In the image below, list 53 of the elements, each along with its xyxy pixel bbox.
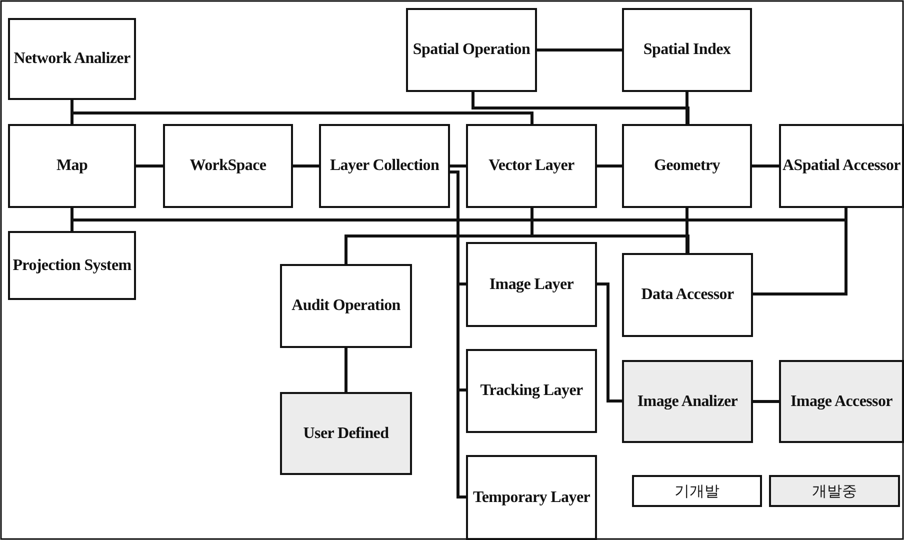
connector-line — [344, 234, 690, 264]
connector-line — [70, 112, 534, 124]
class-box — [622, 253, 753, 337]
class-box — [622, 8, 752, 92]
class-box — [466, 455, 597, 540]
class-name: Geometry — [654, 156, 720, 176]
class-name: Network Analizer — [14, 49, 130, 69]
class-box — [8, 231, 136, 300]
connector-line — [537, 48, 622, 52]
class-name: Image Accessor — [790, 392, 892, 412]
class-box — [622, 360, 753, 443]
connector-line — [136, 164, 163, 168]
class-name: WorkSpace — [190, 156, 266, 176]
class-box — [779, 360, 904, 443]
class-box — [466, 349, 597, 433]
legend-text: 기개발 — [674, 482, 720, 500]
class-name: Layer Collection — [330, 156, 440, 176]
class-name: Data Accessor — [641, 285, 734, 305]
class-box — [280, 392, 412, 475]
class-name: Temporary Layer — [472, 488, 590, 508]
class-name: ASpatial Accessor — [782, 156, 900, 176]
class-name: Image Layer — [489, 274, 574, 294]
connector-line — [686, 92, 688, 124]
class-box — [280, 264, 412, 348]
connector-line — [472, 92, 690, 124]
class-name: Vector Layer — [488, 156, 574, 176]
connector-line — [450, 170, 466, 498]
connector-line — [344, 348, 348, 392]
class-name: Spatial Index — [643, 40, 731, 60]
class-box — [622, 124, 752, 208]
class-name: Tracking Layer — [480, 381, 583, 401]
connector-line — [293, 164, 319, 168]
class-box — [466, 242, 597, 327]
connector-line — [753, 400, 779, 403]
connector-line — [752, 164, 779, 168]
class-box — [406, 8, 537, 92]
connector-line — [450, 164, 466, 168]
class-name: Projection System — [12, 256, 132, 276]
connector-line — [597, 282, 622, 402]
class-box — [163, 124, 293, 208]
class-box — [319, 124, 450, 208]
class-box — [466, 124, 597, 208]
class-name: Map — [56, 156, 88, 176]
class-box — [779, 124, 904, 208]
class-name: Audit Operation — [292, 296, 400, 316]
class-name: User Defined — [303, 424, 389, 444]
class-box — [8, 124, 136, 208]
class-box — [8, 18, 136, 100]
connector-line — [597, 164, 622, 168]
connector-line — [686, 208, 688, 253]
class-name: Spatial Operation — [412, 40, 530, 60]
class-name: Image Analizer — [637, 392, 738, 412]
legend-text: 개발중 — [812, 482, 857, 500]
